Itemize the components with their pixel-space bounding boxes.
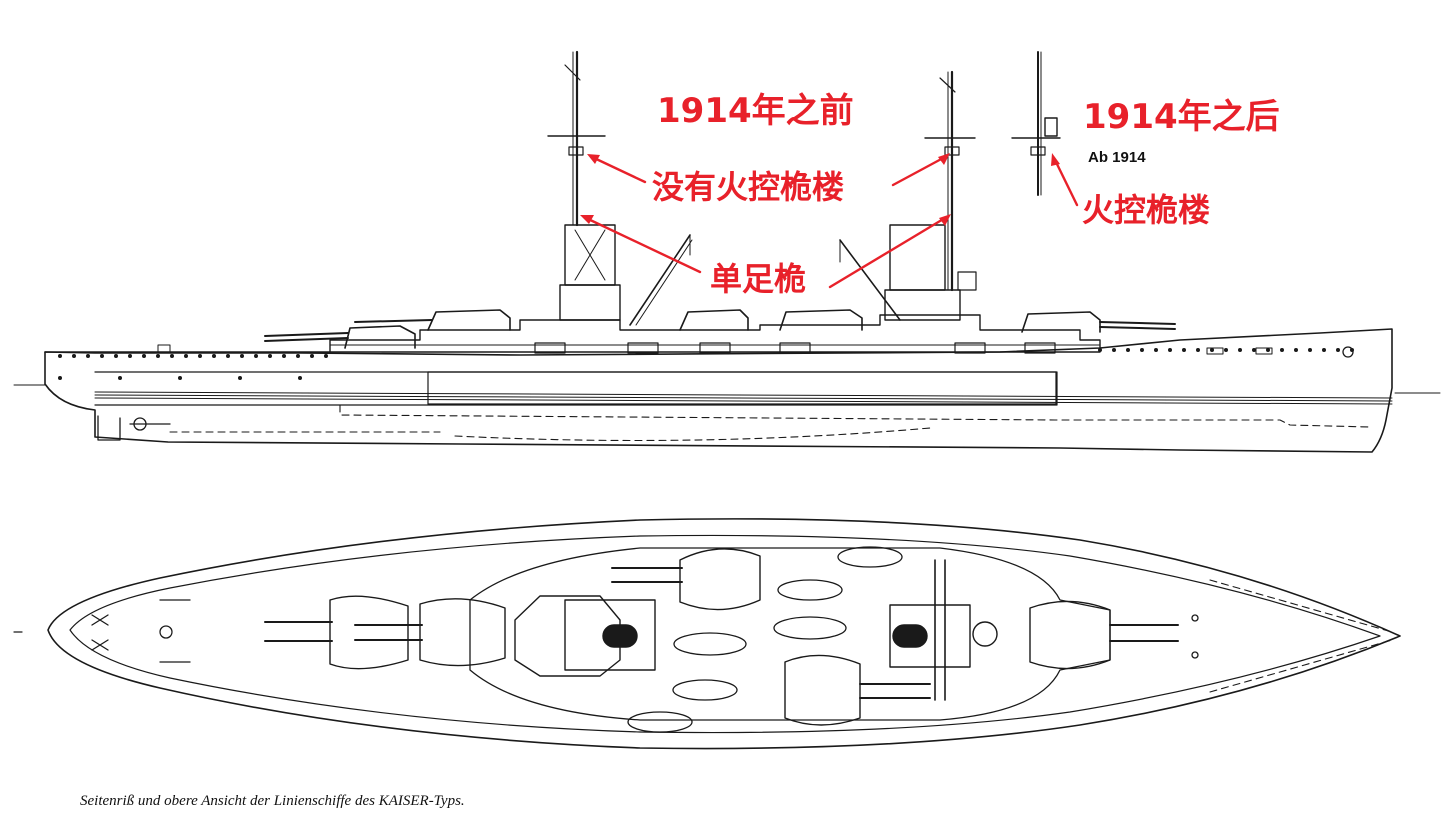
porthole [1336,348,1340,352]
side-turrets [264,309,1176,349]
porthole [198,354,202,358]
porthole [128,354,132,358]
porthole [178,376,182,380]
porthole [1140,348,1144,352]
label-after-1914: 1914年之后 [1083,97,1280,137]
porthole [254,354,258,358]
porthole [1154,348,1158,352]
arrow-1914-top [1053,158,1079,207]
arrow-fore-pole [584,216,702,274]
porthole [58,354,62,358]
porthole [1308,348,1312,352]
porthole [298,376,302,380]
porthole-row [58,348,1354,380]
porthole [212,354,216,358]
porthole [1210,348,1214,352]
porthole [1224,348,1228,352]
side-elevation [13,50,1441,453]
arrow-aft-top [891,155,947,187]
porthole [72,354,76,358]
porthole [1238,348,1242,352]
porthole [1182,348,1186,352]
porthole [1168,348,1172,352]
plan-boats [627,546,903,733]
porthole [58,376,62,380]
porthole [86,354,90,358]
porthole [1322,348,1326,352]
plan-view [13,518,1401,750]
arrow-aft-pole [828,216,947,289]
mast-1914-inset [1011,51,1061,196]
label-before-1914: 1914年之前 [657,91,854,131]
arrow-fore-top [590,155,647,184]
porthole [118,376,122,380]
porthole [1112,348,1116,352]
porthole [156,354,160,358]
porthole [324,354,328,358]
aft-mast-group [839,70,977,321]
label-ab-1914: Ab 1914 [1088,149,1146,166]
porthole [100,354,104,358]
porthole [184,354,188,358]
porthole [296,354,300,358]
porthole [1196,348,1200,352]
porthole [226,354,230,358]
porthole [268,354,272,358]
porthole [310,354,314,358]
plan-hull-outline [47,518,1401,750]
annotation-arrows [580,153,1079,289]
fore-mast-group [547,50,693,326]
porthole [170,354,174,358]
porthole [1294,348,1298,352]
porthole [142,354,146,358]
porthole [282,354,286,358]
porthole [1280,348,1284,352]
label-no-fire-control-top: 没有火控桅楼 [652,168,845,206]
superstructure [329,314,1101,353]
porthole [1266,348,1270,352]
label-pole-mast: 单足桅 [710,260,807,298]
label-fire-control-top: 火控桅楼 [1082,191,1211,229]
porthole [1252,348,1256,352]
plan-turrets [264,548,1179,726]
porthole [240,354,244,358]
hull-outline [44,328,1393,453]
porthole [1126,348,1130,352]
figure-caption: Seitenriß und obere Ansicht der Liniensc… [80,793,465,809]
porthole [238,376,242,380]
porthole [114,354,118,358]
